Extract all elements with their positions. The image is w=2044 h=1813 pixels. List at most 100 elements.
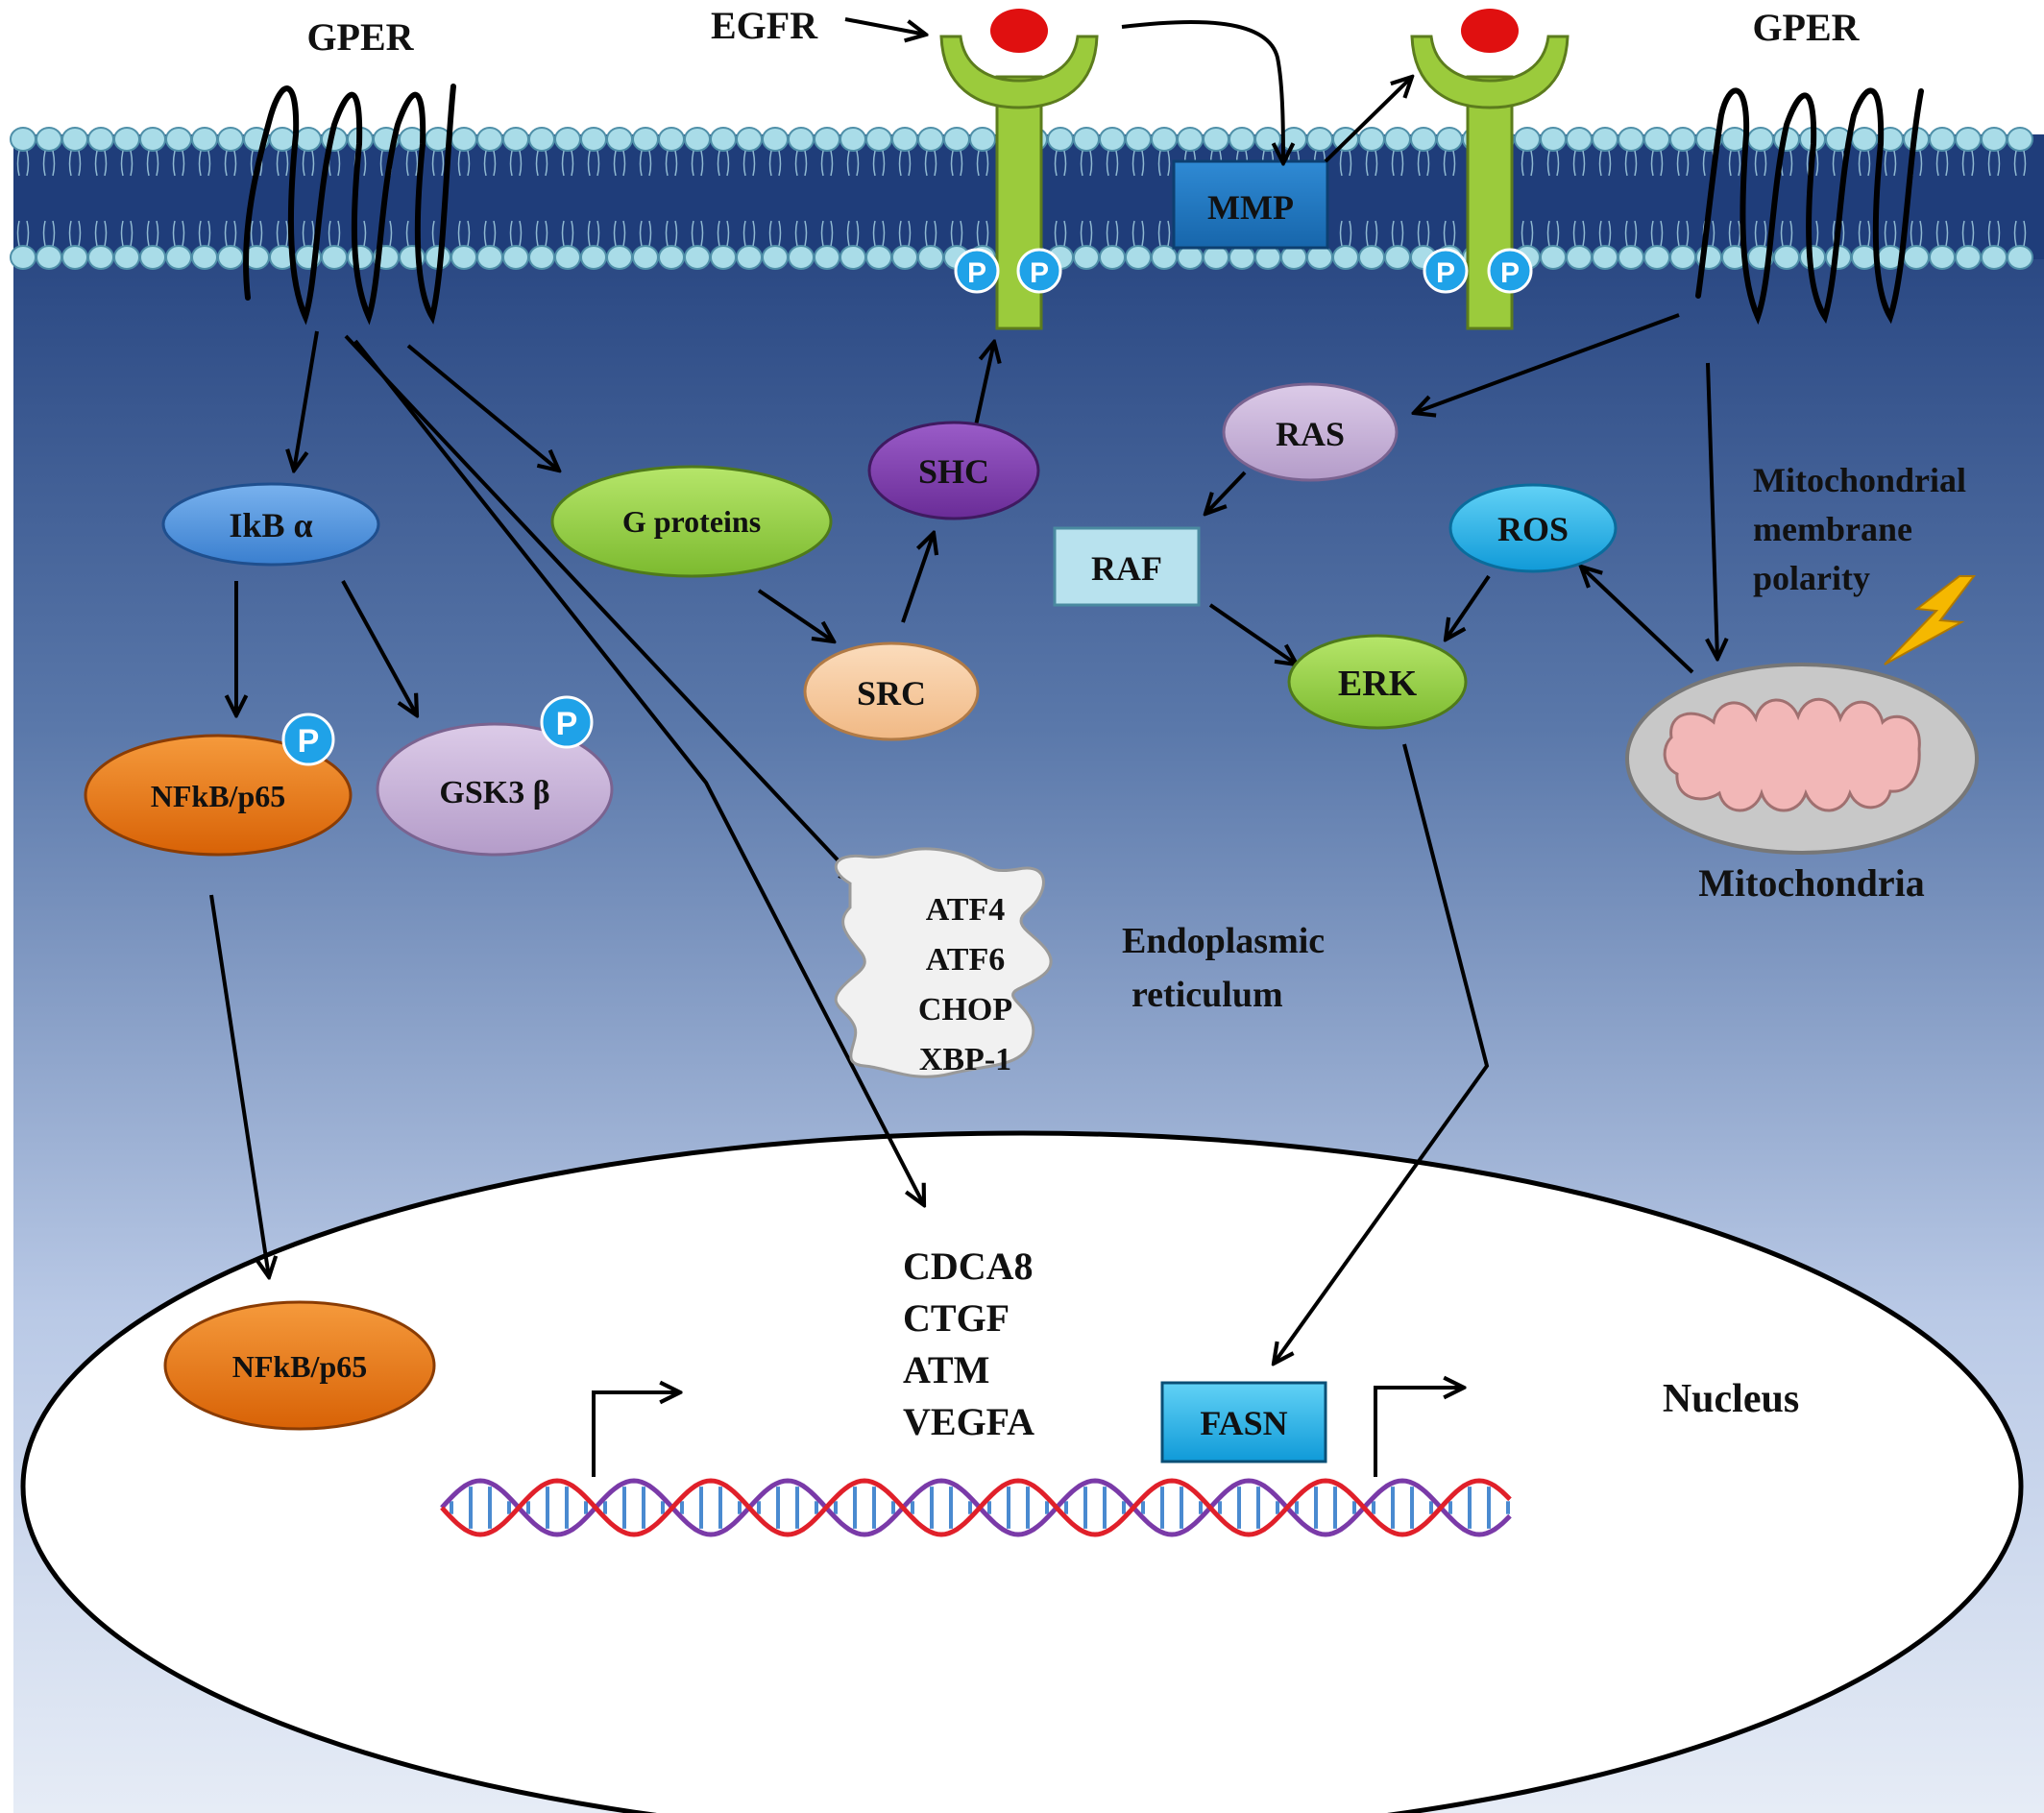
lipid-tail — [561, 220, 574, 247]
lipid-head — [1410, 127, 1437, 152]
phospho-badges: P P P P — [954, 248, 1533, 294]
lipid-tail — [1157, 150, 1171, 177]
er-protein-chop: CHOP — [918, 992, 1012, 1027]
lipid-head — [476, 245, 503, 270]
lipid-head — [762, 245, 789, 270]
lipid-tail — [742, 220, 756, 247]
mito-polarity-line-1: Mitochondrial — [1753, 461, 1966, 499]
lipid-tail — [509, 220, 523, 247]
lipid-tail — [717, 150, 730, 177]
lipid-head — [87, 245, 114, 270]
src-node: SRC — [803, 641, 980, 741]
lipid-head — [788, 245, 815, 270]
lipid-head — [36, 245, 62, 270]
lipid-tail — [1080, 220, 1093, 247]
lipid-tail — [224, 150, 237, 177]
phospho-badge — [281, 713, 335, 766]
lipid-tail — [94, 220, 108, 247]
lipid-tail — [976, 150, 989, 177]
lipid-head — [1177, 127, 1204, 152]
lipid-head — [1851, 127, 1878, 152]
lightning-icon — [1884, 575, 1977, 665]
lipid-tail — [1157, 220, 1171, 247]
lipid-head — [891, 127, 918, 152]
lipid-head — [269, 127, 296, 152]
lipid-head — [528, 245, 555, 270]
lipid-tail — [1650, 220, 1664, 247]
lipid-tail — [691, 150, 704, 177]
lipid-tail — [146, 220, 159, 247]
lipid-tail — [872, 150, 886, 177]
erk-node: ERK — [1287, 634, 1468, 730]
ras-label: RAS — [1276, 415, 1345, 453]
nfkb-nucleus-node: NFkB/p65 — [163, 1300, 436, 1431]
lipid-tail — [250, 220, 263, 247]
lipid-head — [139, 245, 166, 270]
lipid-tail — [224, 220, 237, 247]
lipid-head — [840, 245, 866, 270]
lipid-tail — [639, 150, 652, 177]
raf-label: RAF — [1091, 549, 1162, 588]
lipid-tail — [639, 220, 652, 247]
svg-text:P: P — [1030, 257, 1049, 289]
lipid-head — [1514, 127, 1541, 152]
lipid-head — [1592, 127, 1618, 152]
lipid-tail — [120, 220, 134, 247]
shc-label: SHC — [918, 452, 989, 491]
gene-ctgf: CTGF — [903, 1296, 1010, 1340]
lipid-head — [1280, 245, 1307, 270]
lipid-head — [2007, 245, 2033, 270]
lipid-head — [528, 127, 555, 152]
lipid-head — [1358, 245, 1385, 270]
lipid-tail — [68, 150, 82, 177]
phospho-badge — [540, 695, 594, 749]
lipid-head — [1540, 245, 1567, 270]
lipid-head — [632, 245, 659, 270]
lipid-tail — [1572, 220, 1586, 247]
lipid-head — [632, 127, 659, 152]
lipid-head — [969, 127, 996, 152]
lipid-head — [865, 127, 892, 152]
lipid-head — [943, 127, 970, 152]
lipid-head — [1669, 127, 1696, 152]
lipid-tail — [665, 220, 678, 247]
nfkb-cytoplasm-label: NFkB/p65 — [151, 779, 285, 813]
lipid-tail — [1987, 220, 2001, 247]
lipid-head — [1566, 245, 1593, 270]
er-caption-line-2: reticulum — [1132, 975, 1283, 1015]
lipid-head — [1306, 127, 1333, 152]
phospho-badge: P — [954, 248, 1000, 294]
egfr-receptor-1 — [939, 9, 1099, 330]
lipid-tail — [276, 220, 289, 247]
fasn-label: FASN — [1200, 1404, 1287, 1442]
lipid-tail — [768, 220, 782, 247]
lipid-tail — [976, 220, 989, 247]
ros-label: ROS — [1497, 510, 1569, 548]
lipid-head — [762, 127, 789, 152]
gsk3b-label: GSK3 β — [439, 775, 549, 810]
lipid-tail — [302, 150, 315, 177]
lipid-tail — [172, 220, 185, 247]
gene-cdca8: CDCA8 — [903, 1245, 1034, 1288]
egfr-label: EGFR — [711, 4, 818, 47]
lipid-head — [1229, 127, 1255, 152]
gene-atm: ATM — [903, 1348, 989, 1391]
nfkb-cytoplasm-node: NFkB/p65 P — [84, 713, 353, 857]
lipid-tail — [1754, 220, 1767, 247]
er-protein-atf4: ATF4 — [926, 892, 1005, 928]
dna-strand-purple — [440, 1478, 1512, 1537]
lipid-head — [1254, 245, 1281, 270]
lipid-head — [710, 245, 737, 270]
gper-receptor-right — [1695, 87, 1924, 326]
lipid-tail — [1521, 220, 1534, 247]
svg-text:P: P — [967, 257, 986, 289]
lipid-head — [1643, 245, 1670, 270]
lipid-tail — [1106, 220, 1119, 247]
lipid-tail — [1417, 150, 1430, 177]
lipid-head — [580, 245, 607, 270]
lipid-tail — [768, 150, 782, 177]
lipid-head — [113, 127, 140, 152]
mmp-label: MMP — [1207, 188, 1294, 227]
gper-left-label: GPER — [306, 15, 414, 59]
